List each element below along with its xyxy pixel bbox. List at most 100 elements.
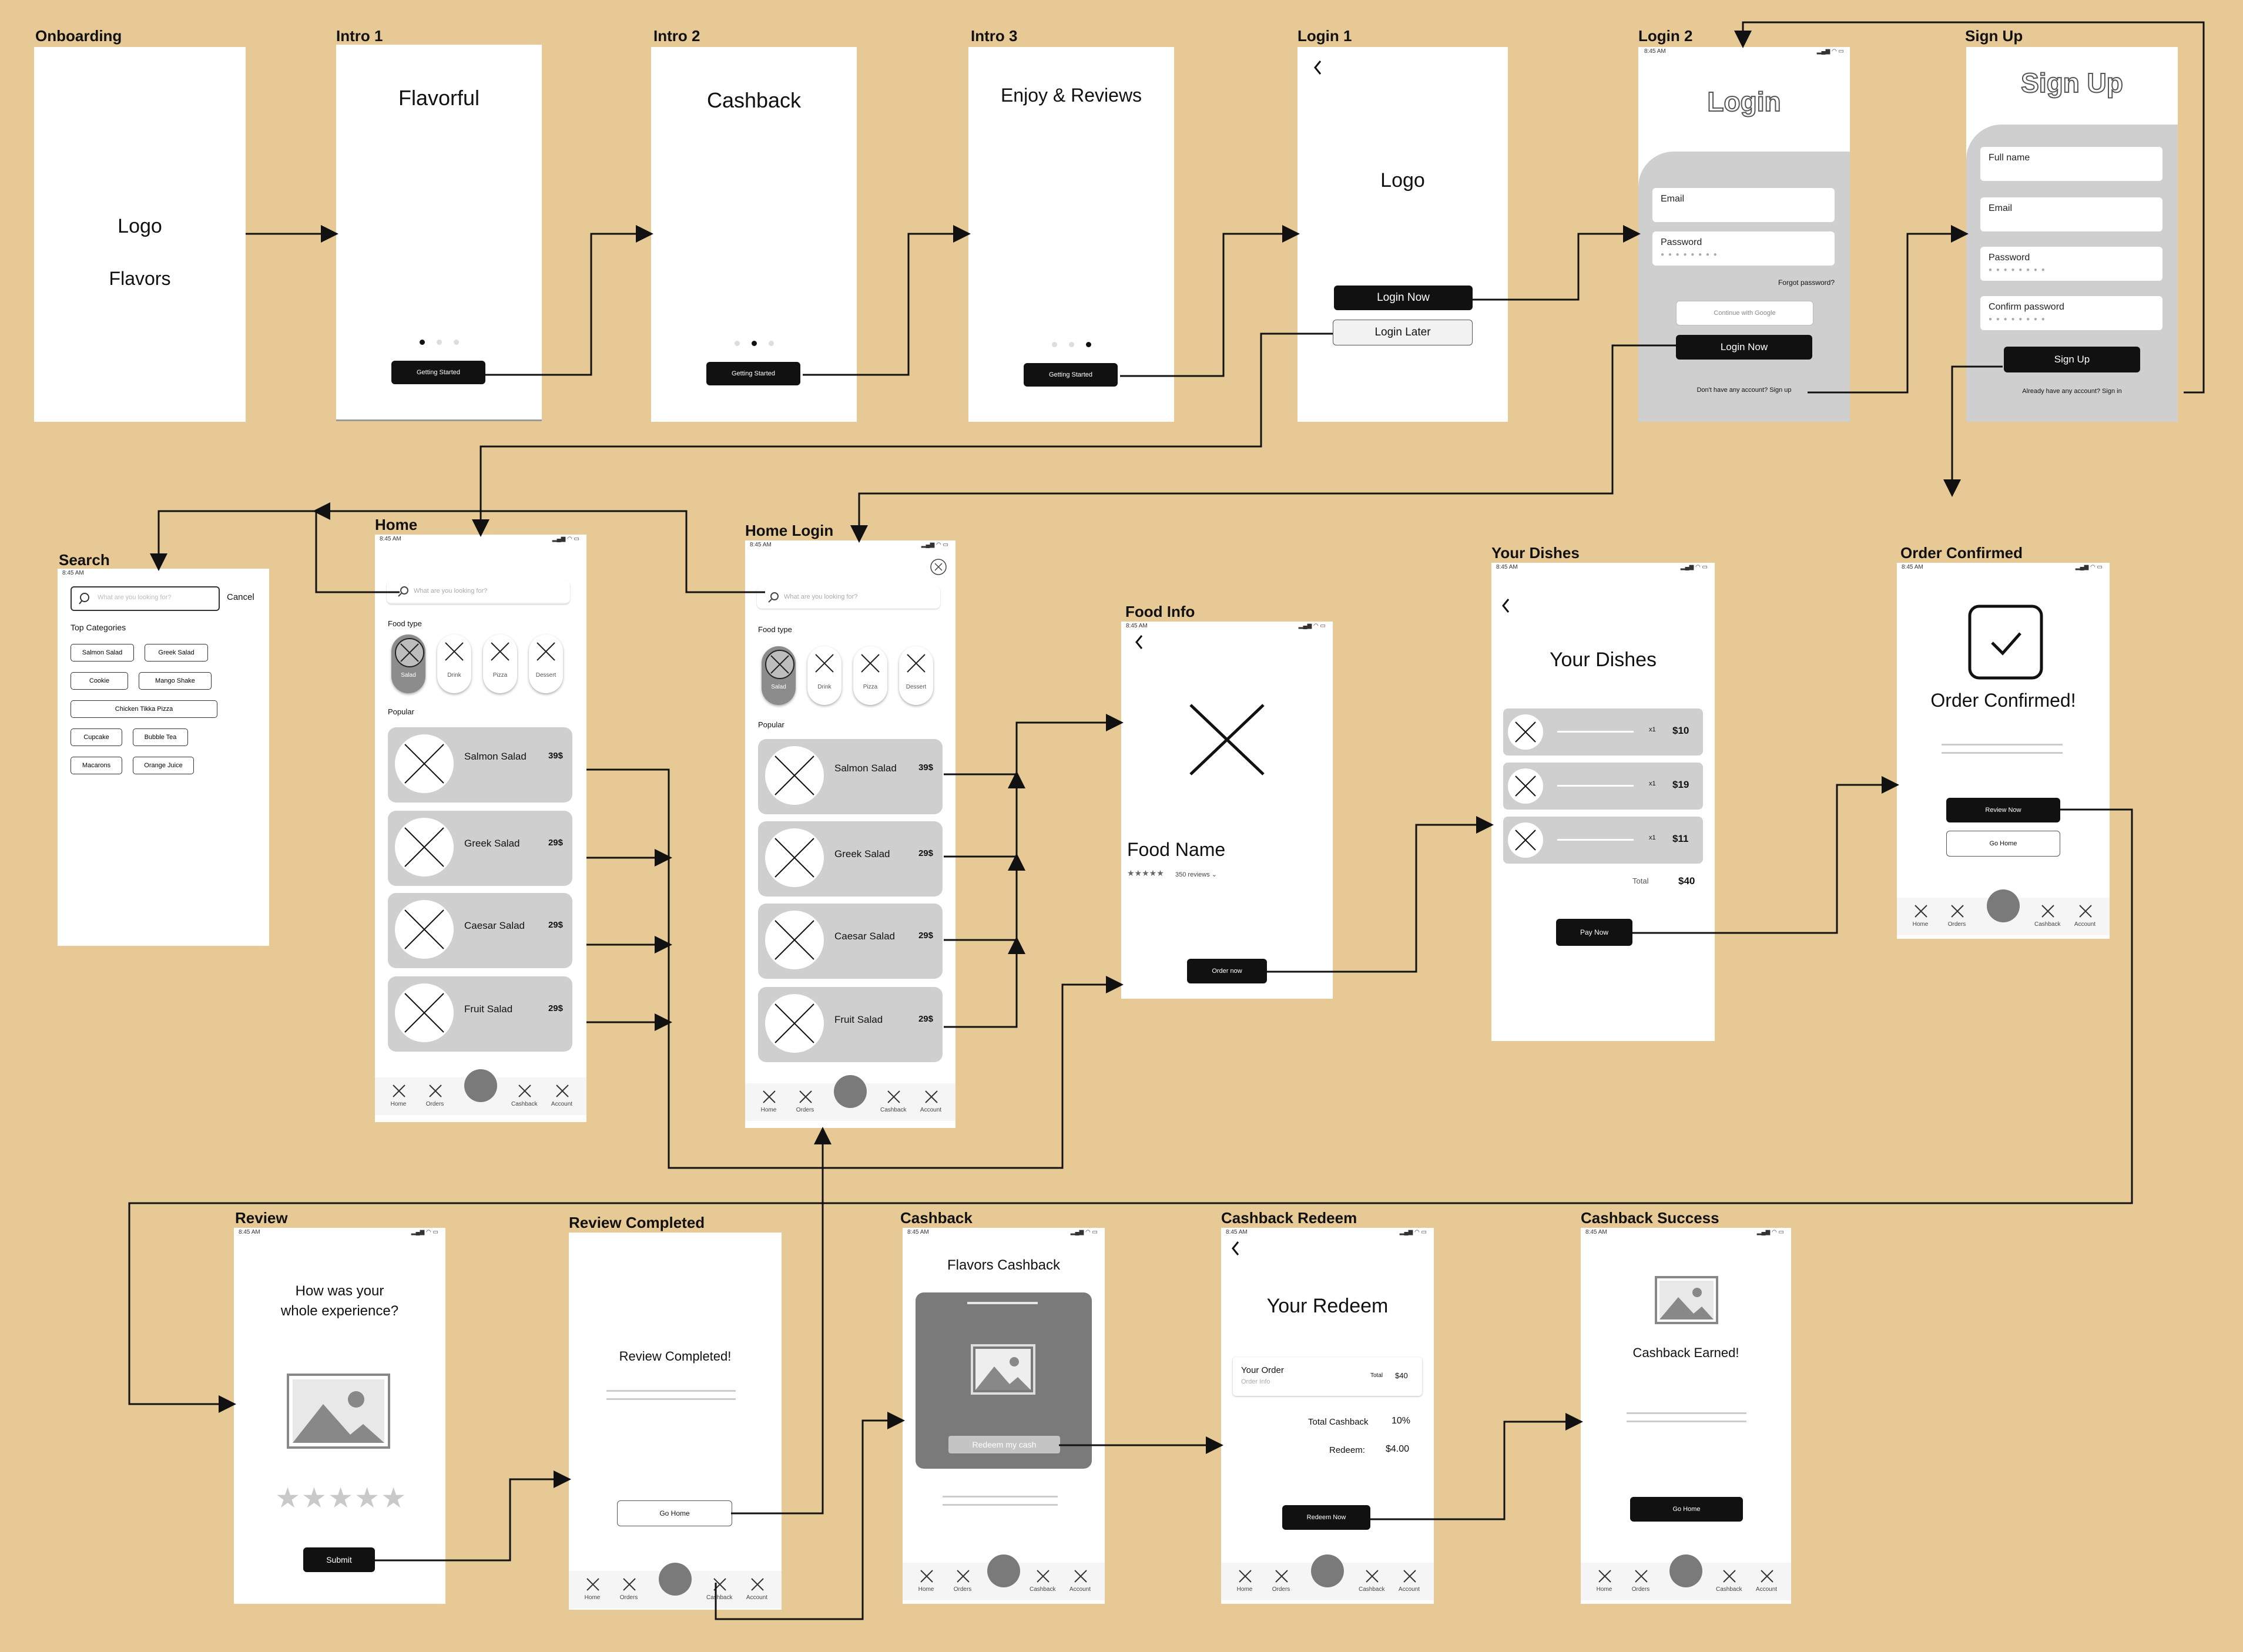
continue-google-button[interactable]: Continue with Google (1676, 301, 1813, 325)
back-arrow-icon[interactable] (1133, 633, 1146, 651)
confirm-password-field[interactable]: Confirm password● ● ● ● ● ● ● ● (1980, 296, 2162, 330)
nav-item-cashback[interactable]: Cashback (1030, 1569, 1055, 1597)
full-name-field[interactable]: Full name (1980, 147, 2162, 181)
center-action-button[interactable] (659, 1563, 692, 1596)
signup-button[interactable]: Sign Up (2004, 347, 2140, 372)
close-icon[interactable] (930, 558, 947, 576)
back-arrow-icon[interactable] (1229, 1240, 1242, 1257)
signup-link[interactable]: Don't have any account? Sign up (1697, 387, 1792, 394)
category-chip[interactable]: Macarons (71, 757, 122, 774)
reviews-count[interactable]: 350 reviews ⌄ (1175, 871, 1217, 878)
category-chip[interactable]: Bubble Tea (133, 728, 188, 746)
email-field[interactable]: Email (1980, 197, 2162, 231)
search-input[interactable]: What are you looking for? (71, 586, 220, 611)
food-type-1[interactable]: Drink (437, 634, 471, 693)
nav-item-orders[interactable]: Orders (1268, 1569, 1294, 1597)
food-type-2[interactable]: Pizza (483, 634, 517, 693)
getting-started-button[interactable]: Getting Started (1024, 363, 1118, 387)
search-input[interactable]: What are you looking for? (757, 586, 940, 609)
nav-item-home[interactable]: Home (385, 1083, 411, 1112)
nav-item-account[interactable]: Account (744, 1577, 770, 1605)
category-chip[interactable]: Orange Juice (133, 757, 194, 774)
category-chip[interactable]: Mango Shake (139, 672, 212, 690)
login-later-button[interactable]: Login Later (1333, 320, 1473, 345)
review-now-button[interactable]: Review Now (1946, 798, 2060, 822)
dish-row[interactable]: x1$10 (1503, 709, 1703, 756)
category-chip[interactable]: Cookie (71, 672, 128, 690)
dish-row[interactable]: x1$11 (1503, 817, 1703, 864)
go-home-button[interactable]: Go Home (1630, 1497, 1743, 1522)
search-input[interactable]: What are you looking for? (387, 580, 570, 604)
nav-item-account[interactable]: Account (918, 1089, 944, 1117)
food-type-0[interactable]: Salad (391, 634, 425, 693)
nav-item-account[interactable]: Account (1067, 1569, 1093, 1597)
center-action-button[interactable] (464, 1069, 497, 1102)
getting-started-button[interactable]: Getting Started (391, 361, 485, 384)
category-chip[interactable]: Chicken Tikka Pizza (71, 700, 217, 718)
center-action-button[interactable] (1669, 1554, 1702, 1587)
nav-item-cashback[interactable]: Cashback (1359, 1569, 1384, 1597)
food-type-0[interactable]: Salad (762, 646, 796, 705)
nav-item-cashback[interactable]: Cashback (511, 1083, 537, 1112)
category-chip[interactable]: Salmon Salad (71, 644, 134, 662)
nav-item-account[interactable]: Account (549, 1083, 575, 1112)
nav-item-orders[interactable]: Orders (422, 1083, 448, 1112)
password-field[interactable]: Password● ● ● ● ● ● ● ● (1980, 247, 2162, 281)
signin-link[interactable]: Already have any account? Sign in (2022, 388, 2122, 395)
food-thumbnail (395, 734, 454, 793)
getting-started-button[interactable]: Getting Started (706, 362, 800, 385)
go-home-button[interactable]: Go Home (1946, 831, 2060, 857)
food-type-1[interactable]: Drink (807, 646, 841, 705)
nav-item-home[interactable]: Home (1232, 1569, 1258, 1597)
login-now-button[interactable]: Login Now (1676, 335, 1812, 360)
nav-item-account[interactable]: Account (2072, 904, 2098, 932)
food-type-3[interactable]: Dessert (899, 646, 933, 705)
login-now-button[interactable]: Login Now (1334, 286, 1473, 310)
nav-item-account[interactable]: Account (1754, 1569, 1779, 1597)
center-action-button[interactable] (987, 1554, 1020, 1587)
nav-item-cashback[interactable]: Cashback (880, 1089, 906, 1117)
nav-item-orders[interactable]: Orders (1944, 904, 1970, 932)
center-action-button[interactable] (1311, 1554, 1344, 1587)
category-chip[interactable]: Greek Salad (145, 644, 208, 662)
nav-item-orders[interactable]: Orders (792, 1089, 818, 1117)
order-now-button[interactable]: Order now (1187, 959, 1267, 983)
nav-item-home[interactable]: Home (756, 1089, 782, 1117)
center-action-button[interactable] (834, 1075, 867, 1108)
email-field[interactable]: Email (1652, 188, 1835, 222)
submit-button[interactable]: Submit (303, 1547, 375, 1572)
rating-stars-input[interactable]: ★★★★★ (275, 1483, 408, 1514)
food-type-3[interactable]: Dessert (529, 634, 563, 693)
nav-item-orders[interactable]: Orders (616, 1577, 642, 1605)
back-arrow-icon[interactable] (1312, 59, 1325, 76)
pay-now-button[interactable]: Pay Now (1556, 919, 1632, 946)
center-action-button[interactable] (1987, 889, 2020, 922)
cancel-button[interactable]: Cancel (227, 592, 254, 602)
nav-item-cashback[interactable]: Cashback (2034, 904, 2060, 932)
forgot-password-link[interactable]: Forgot password? (1778, 278, 1835, 287)
nav-item-home[interactable]: Home (1591, 1569, 1617, 1597)
go-home-button[interactable]: Go Home (617, 1500, 732, 1526)
dish-row[interactable]: x1$19 (1503, 763, 1703, 810)
back-arrow-icon[interactable] (1500, 597, 1513, 615)
nav-item-orders[interactable]: Orders (1628, 1569, 1654, 1597)
redeem-cash-button[interactable]: Redeem my cash (948, 1436, 1060, 1453)
nav-item-home[interactable]: Home (1907, 904, 1933, 932)
redeem-now-button[interactable]: Redeem Now (1282, 1505, 1370, 1530)
nav-item-orders[interactable]: Orders (950, 1569, 975, 1597)
password-field[interactable]: Password● ● ● ● ● ● ● ● (1652, 231, 1835, 266)
nav-item-home[interactable]: Home (913, 1569, 939, 1597)
food-type-2[interactable]: Pizza (853, 646, 887, 705)
nav-item-home[interactable]: Home (579, 1577, 605, 1605)
nav-item-cashback[interactable]: Cashback (1716, 1569, 1742, 1597)
category-chip[interactable]: Cupcake (71, 728, 122, 746)
nav-item-account[interactable]: Account (1396, 1569, 1422, 1597)
